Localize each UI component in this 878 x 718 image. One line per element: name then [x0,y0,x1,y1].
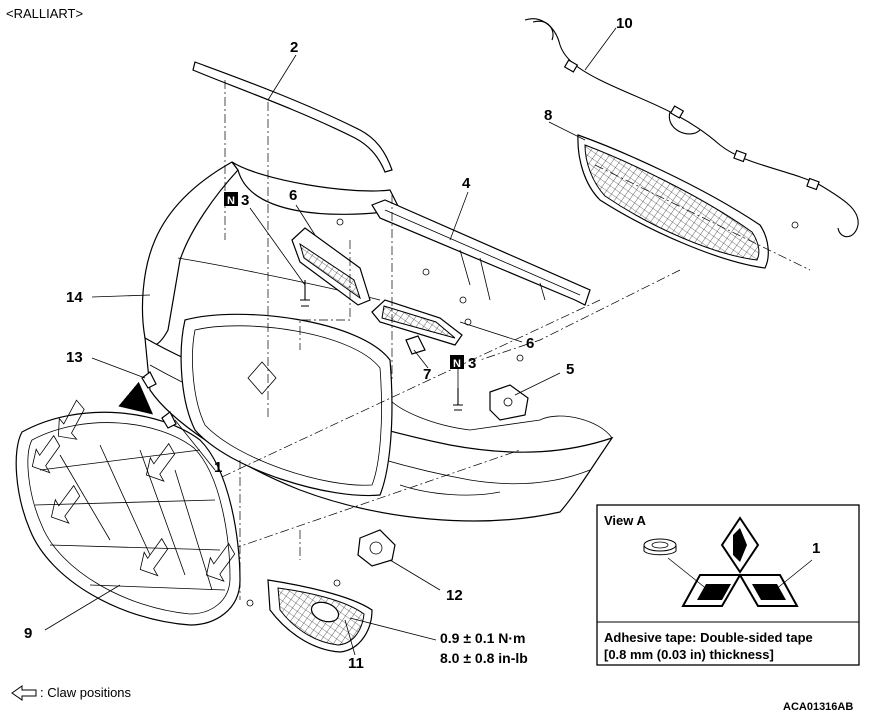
torque-imperial: 8.0 ± 0.8 in-lb [440,650,528,666]
callout-8: 8 [544,107,552,124]
callout-12: 12 [446,587,463,604]
leader-lines [44,27,617,656]
fog-lamp [357,529,396,567]
upper-garnish-strip [192,61,393,173]
variant-label: <RALLIART> [6,6,83,21]
tape-note-2: [0.8 mm (0.03 in) thickness] [604,647,774,662]
new-part-symbol [450,355,464,369]
callout-14: 14 [66,289,83,306]
callout-1: 1 [214,459,222,476]
wiring-harness [524,18,859,238]
tape-roll-icon [643,538,677,556]
grille-bracket [371,199,591,306]
inset-title: View A [604,513,647,528]
callout-5: 5 [566,361,574,378]
sensor-part-5 [489,384,529,421]
callout-10: 10 [616,15,633,32]
claw-arrows [31,399,236,582]
callout-13: 13 [66,349,83,366]
grille-opening [180,313,393,497]
svg-text:N: N [453,358,461,370]
callout-11: 11 [348,655,364,672]
view-a-pointer: A [128,389,139,406]
callout-6-lower: 6 [526,335,534,352]
inset-callout-1: 1 [812,540,820,557]
view-a-arrow [118,381,154,415]
screw [336,218,344,226]
callout-9: 9 [24,625,32,642]
callout-7: 7 [423,366,431,383]
callout-6-upper: 6 [289,187,297,204]
clip-part-7 [405,335,426,355]
screw-3-lower [453,388,463,411]
claw-arrow-icon [11,685,37,701]
callout-3-lower: 3 [468,355,476,372]
front-grille [15,411,241,626]
figure-id: ACA01316AB [783,701,853,713]
callout-3-upper: 3 [241,192,249,209]
callout-4: 4 [462,175,471,192]
tape-note-1: Adhesive tape: Double-sided tape [604,630,813,645]
new-part-symbol [224,192,238,206]
mitsubishi-emblem-outline [247,361,277,395]
claw-legend: : Claw positions [40,685,132,700]
screw-3-upper [300,280,310,307]
torque-metric: 0.9 ± 0.1 N·m [440,630,526,646]
svg-text:N: N [227,195,235,207]
callout-2: 2 [290,39,298,56]
